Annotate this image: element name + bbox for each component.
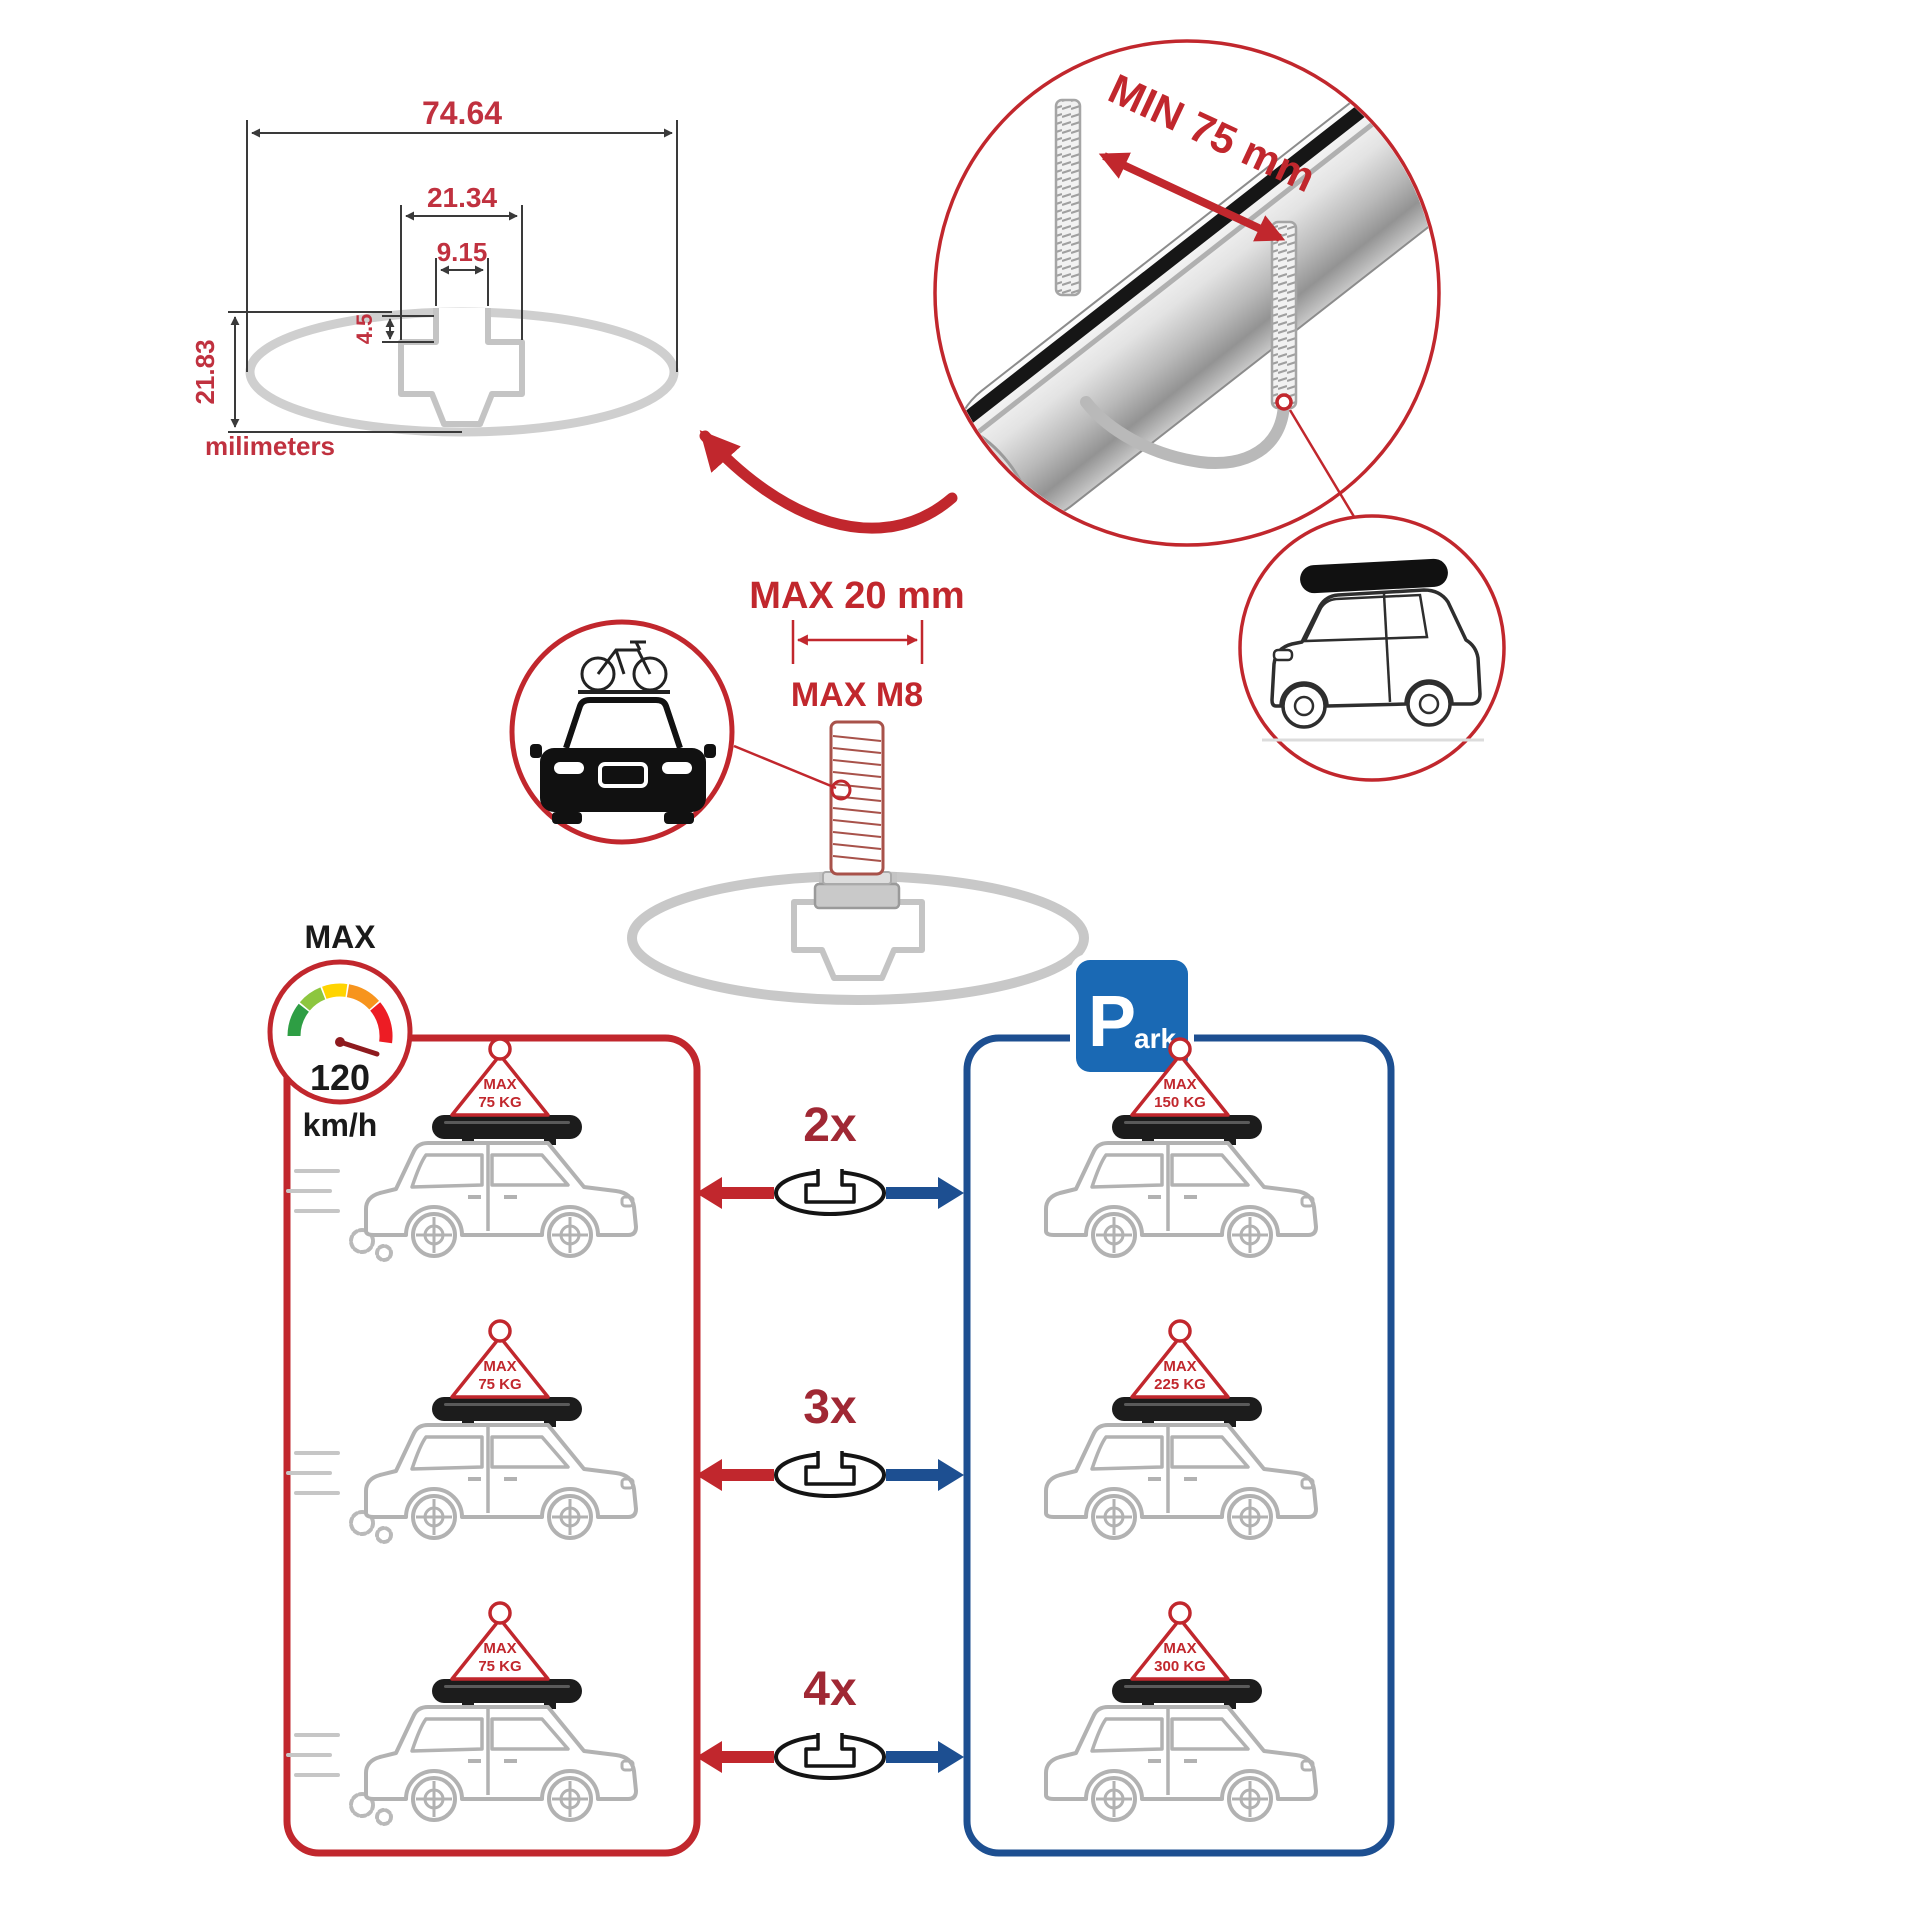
tag-line2: 300 KG <box>1154 1658 1206 1675</box>
crossbar-dimension-drawing: 74.64 21.34 9.15 4.5 21.83 milimeters <box>190 95 679 461</box>
max-thread-label: MAX M8 <box>791 676 923 714</box>
park-letter: P <box>1088 982 1136 1062</box>
load-tag-driving: MAX 75 KG <box>450 1037 550 1117</box>
suv-roofbox-circle <box>1238 514 1506 782</box>
gauge-needle <box>337 1039 380 1057</box>
crossbar-profile-icon <box>774 1169 886 1216</box>
suv-headlight <box>1272 648 1294 662</box>
clamp-rod-near <box>1270 220 1298 410</box>
min-span-arrow <box>1098 152 1286 242</box>
arrow-right-icon <box>938 1741 964 1773</box>
tag-line2: 150 KG <box>1154 1094 1206 1111</box>
bar-count: 3x <box>803 1381 857 1434</box>
arrow-left-icon <box>696 1459 722 1491</box>
row-2: MAX 75 KG 3x MAX 225 KG <box>286 1319 1318 1544</box>
tag-line1: MAX <box>483 1358 516 1375</box>
speed-unit: km/h <box>303 1107 378 1143</box>
parked-car <box>1044 1113 1318 1258</box>
tag-line1: MAX <box>1163 1640 1196 1657</box>
dim-lip-depth: 4.5 <box>352 314 377 345</box>
unit-label: milimeters <box>205 431 335 461</box>
bike-icon <box>578 640 670 694</box>
dim-channel-width: 21.34 <box>427 182 497 213</box>
arrow-left-icon <box>696 1177 722 1209</box>
tag-line1: MAX <box>1163 1076 1196 1093</box>
clamp-strap <box>1080 396 1290 469</box>
gauge-arcs <box>287 983 393 1044</box>
driving-car <box>364 1395 638 1540</box>
parked-car <box>1044 1677 1318 1822</box>
load-tag-parked: MAX 150 KG <box>1130 1037 1230 1117</box>
detail-pointer-arrow <box>699 430 958 534</box>
car-front-bike-circle <box>509 619 735 845</box>
load-tag-parked: MAX 225 KG <box>1130 1319 1230 1399</box>
clamp-rod-far <box>1054 98 1082 297</box>
tag-line1: MAX <box>483 1640 516 1657</box>
crossbar-profile-icon <box>774 1451 886 1498</box>
parked-car <box>1044 1395 1318 1540</box>
tag-line1: MAX <box>483 1076 516 1093</box>
speed-max-label: MAX <box>304 919 376 955</box>
motion-lines <box>286 1733 393 1826</box>
arrow-left-icon <box>696 1741 722 1773</box>
roof-box <box>1300 558 1448 594</box>
threaded-bolt <box>829 720 885 876</box>
clamp-marker-dot <box>1275 393 1293 411</box>
leader-to-suv-circle <box>1288 409 1358 521</box>
tag-line2: 225 KG <box>1154 1376 1206 1393</box>
tag-line2: 75 KG <box>478 1094 521 1111</box>
row-3: MAX 75 KG 4x MAX 300 KG <box>286 1601 1318 1826</box>
bolt-leader-dot <box>830 779 852 801</box>
bolt-diagram: MAX 20 mm MAX M8 <box>627 575 1089 1005</box>
speed-value: 120 <box>310 1057 370 1098</box>
speed-limit-gauge: MAX 120 km/h <box>267 919 413 1143</box>
crossbar-profile-icon <box>774 1733 886 1780</box>
tag-line1: MAX <box>1163 1358 1196 1375</box>
dim-total-width: 74.64 <box>422 95 502 131</box>
driving-car <box>364 1113 638 1258</box>
driving-car <box>364 1677 638 1822</box>
bar-count: 4x <box>803 1663 857 1716</box>
row-1: MAX 75 KG 2x MAX 150 KG <box>286 1037 1318 1262</box>
load-tag-parked: MAX 300 KG <box>1130 1601 1230 1681</box>
t-bolt-head <box>813 882 901 910</box>
bar-count: 2x <box>803 1099 857 1152</box>
car-front-icon <box>530 697 716 824</box>
dim-height: 21.83 <box>190 339 220 404</box>
motion-lines <box>286 1451 393 1544</box>
tag-line2: 75 KG <box>478 1376 521 1393</box>
load-tag-driving: MAX 75 KG <box>450 1601 550 1681</box>
arrow-right-icon <box>938 1459 964 1491</box>
suv-windshield <box>1302 593 1429 643</box>
driving-panel <box>283 1034 701 1857</box>
motion-lines <box>286 1169 393 1262</box>
max-width-label: MAX 20 mm <box>749 575 964 617</box>
tag-line2: 75 KG <box>478 1658 521 1675</box>
detail-circle-border <box>933 39 1441 547</box>
crossbar-detail-circle: MIN 75 mm <box>933 39 1441 547</box>
arrow-right-icon <box>938 1177 964 1209</box>
dim-opening-width: 9.15 <box>437 237 488 267</box>
load-tag-driving: MAX 75 KG <box>450 1319 550 1399</box>
bolt-leader-line <box>733 744 837 790</box>
